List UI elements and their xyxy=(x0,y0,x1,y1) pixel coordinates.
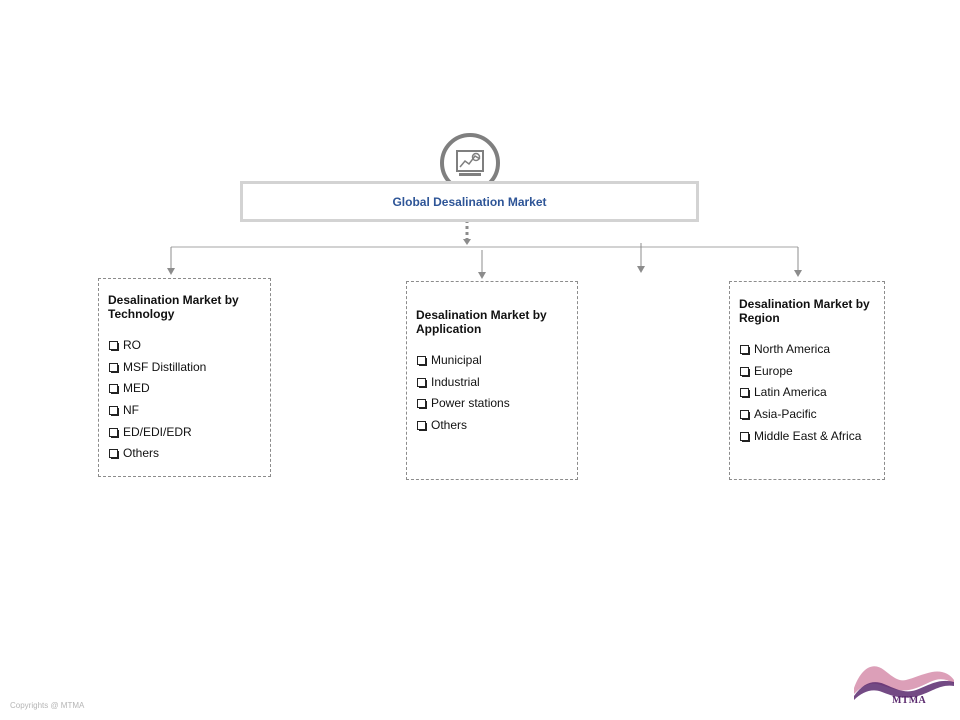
category-title: Desalination Market by Application xyxy=(416,308,547,336)
list-item: Europe xyxy=(739,364,876,386)
root-node: Global Desalination Market xyxy=(240,181,699,222)
checkbox-bullet-icon xyxy=(417,356,427,366)
checkbox-bullet-icon xyxy=(417,399,427,410)
checkbox-bullet-icon xyxy=(109,427,119,438)
root-title: Global Desalination Market xyxy=(392,194,547,209)
category-list: North America Europe Latin America Asia-… xyxy=(739,342,876,450)
checkbox-bullet-icon xyxy=(109,362,119,373)
list-item: MSF Distillation xyxy=(108,360,262,382)
list-item: NF xyxy=(108,403,262,425)
list-item: Middle East & Africa xyxy=(739,429,876,451)
technology-arrowhead xyxy=(167,268,175,275)
list-item: Others xyxy=(108,446,262,468)
checkbox-bullet-icon xyxy=(417,421,427,432)
root-connector-arrowhead xyxy=(463,239,471,245)
list-item: RO xyxy=(108,338,262,360)
category-region: Desalination Market by Region North Amer… xyxy=(729,281,885,480)
checkbox-bullet-icon xyxy=(740,388,750,399)
list-item: North America xyxy=(739,342,876,364)
checkbox-bullet-icon xyxy=(109,449,119,460)
checkbox-bullet-icon xyxy=(109,384,119,395)
category-title: Desalination Market by Technology xyxy=(108,293,239,321)
checkbox-bullet-icon xyxy=(740,366,750,377)
list-item: MED xyxy=(108,381,262,403)
list-item: ED/EDI/EDR xyxy=(108,425,262,447)
checkbox-bullet-icon xyxy=(109,406,119,417)
list-item: Industrial xyxy=(416,375,569,397)
region-arrowhead xyxy=(794,270,802,277)
category-list: RO MSF Distillation MED NF ED/EDI/EDR Ot… xyxy=(108,338,262,468)
extra-arrowhead xyxy=(637,266,645,273)
category-list: Municipal Industrial Power stations Othe… xyxy=(416,353,569,440)
checkbox-bullet-icon xyxy=(740,345,750,355)
category-technology: Desalination Market by Technology RO MSF… xyxy=(98,278,271,477)
list-item: Municipal xyxy=(416,353,569,375)
list-item: Others xyxy=(416,418,569,440)
list-item: Asia-Pacific xyxy=(739,407,876,429)
checkbox-bullet-icon xyxy=(109,341,119,351)
category-application: Desalination Market by Application Munic… xyxy=(406,281,578,480)
copyright-text: Copyrights @ MTMA xyxy=(10,701,85,710)
list-item: Latin America xyxy=(739,385,876,407)
checkbox-bullet-icon xyxy=(740,410,750,421)
application-arrowhead xyxy=(478,272,486,279)
checkbox-bullet-icon xyxy=(740,431,750,442)
logo-text: MTMA xyxy=(892,695,926,706)
category-title: Desalination Market by Region xyxy=(739,297,870,325)
list-item: Power stations xyxy=(416,396,569,418)
mtma-logo-icon xyxy=(854,666,954,700)
checkbox-bullet-icon xyxy=(417,377,427,388)
